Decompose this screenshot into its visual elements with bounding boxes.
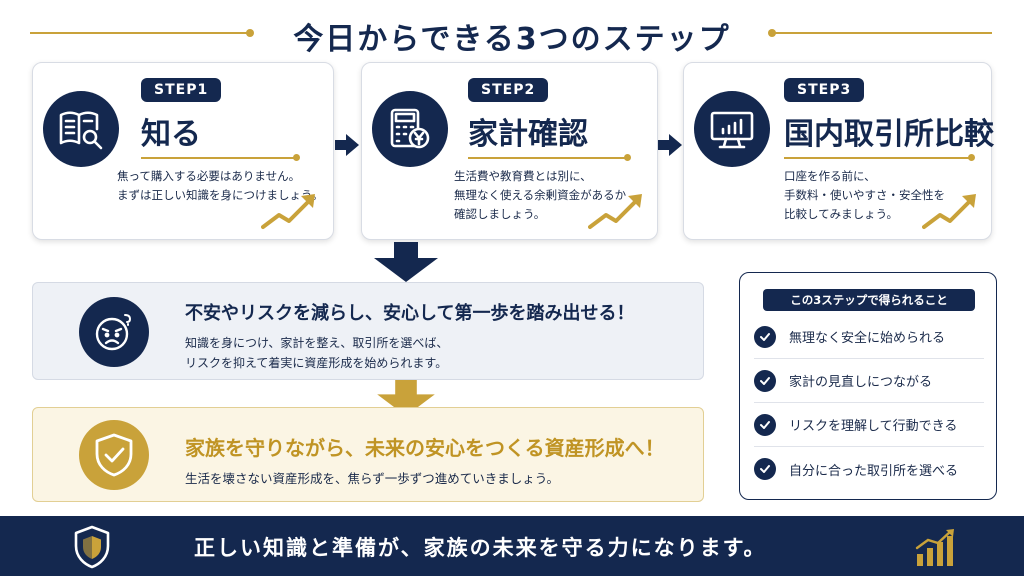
step-underline <box>784 154 975 161</box>
list-item: 自分に合った取引所を選べる <box>754 447 984 491</box>
step-name: 国内取引所比較 <box>784 117 994 152</box>
worried-face-icon <box>79 297 149 367</box>
step-description: 生活費や教育費とは別に、 無理なく使える余剰資金があるか 確認しましょう。 <box>454 169 627 221</box>
check-icon <box>754 413 776 436</box>
list-item: 家計の見直しにつながる <box>754 359 984 403</box>
footer-message: 正しい知識と準備が、家族の未来を守る力になります。 <box>194 536 767 560</box>
arrow-right-icon <box>335 134 359 156</box>
step-underline <box>141 154 300 161</box>
check-icon <box>754 369 776 392</box>
step-description: 焦って購入する必要はありません。 まずは正しい知識を身につけましょう。 <box>117 169 324 202</box>
step-badge: STEP2 <box>468 78 549 102</box>
step-description: 口座を作る前に、 手数料・使いやすさ・安全性を 比較してみましょう。 <box>784 169 945 221</box>
calculator-yen-icon <box>372 91 448 167</box>
bar-chart-icon <box>915 529 954 566</box>
arrow-down-icon <box>374 242 438 282</box>
step-name: 知る <box>141 117 201 152</box>
gain-text: リスクを理解して行動できる <box>789 419 958 434</box>
trend-up-icon <box>261 194 315 229</box>
check-icon <box>754 325 776 348</box>
step-badge: STEP3 <box>784 78 865 102</box>
footer-banner: 正しい知識と準備が、家族の未来を守る力になります。 <box>0 516 1024 576</box>
family-headline: 家族を守りながら、未来の安心をつくる資産形成へ！ <box>185 436 665 460</box>
book-search-icon <box>43 91 119 167</box>
shield-check-icon <box>79 420 149 490</box>
step-card-2: STEP2 家計確認 生活費や教育費とは別に、 無理なく使える余剰資金があるか … <box>361 62 658 240</box>
gain-text: 無理なく安全に始められる <box>789 331 946 346</box>
family-text: 生活を壊さない資産形成を、焦らず一歩ずつ進めていきましょう。 <box>185 471 560 486</box>
title-row: 今日からできる3つのステップ <box>0 10 1024 57</box>
title-divider-left <box>30 32 250 34</box>
benefit-text: 知識を身につけ、家計を整え、取引所を選べば、 リスクを抑えて着実に資産形成を始め… <box>185 336 449 370</box>
gains-title: この3ステップで得られること <box>763 289 975 311</box>
list-item: リスクを理解して行動できる <box>754 403 984 447</box>
step-underline <box>468 154 631 161</box>
check-icon <box>754 458 776 480</box>
shield-icon <box>74 525 110 569</box>
trend-up-icon <box>588 194 642 229</box>
benefit-headline: 不安やリスクを減らし、安心して第一歩を踏み出せる！ <box>185 303 635 324</box>
step-card-1: STEP1 知る 焦って購入する必要はありません。 まずは正しい知識を身につけま… <box>32 62 334 240</box>
step-card-3: STEP3 国内取引所比較 口座を作る前に、 手数料・使いやすさ・安全性を 比較… <box>683 62 994 240</box>
gain-text: 家計の見直しにつながる <box>789 375 933 390</box>
title-divider-right <box>770 32 992 34</box>
title-dot-left <box>246 29 254 37</box>
page-title: 今日からできる3つのステップ <box>293 22 731 57</box>
step-badge: STEP1 <box>141 78 222 102</box>
family-box: 家族を守りながら、未来の安心をつくる資産形成へ！ 生活を壊さない資産形成を、焦ら… <box>32 407 704 502</box>
arrow-down-icon <box>377 380 435 416</box>
trend-up-icon <box>922 194 976 229</box>
step-name: 家計確認 <box>468 117 588 152</box>
list-item: 無理なく安全に始められる <box>754 315 984 359</box>
gain-text: 自分に合った取引所を選べる <box>789 463 959 479</box>
arrow-right-icon <box>658 134 682 156</box>
benefit-box: 不安やリスクを減らし、安心して第一歩を踏み出せる！ 知識を身につけ、家計を整え、… <box>32 282 704 380</box>
monitor-chart-icon <box>694 91 770 167</box>
gains-box: この3ステップで得られること 無理なく安全に始められる 家計の見直しにつながる … <box>739 272 997 500</box>
